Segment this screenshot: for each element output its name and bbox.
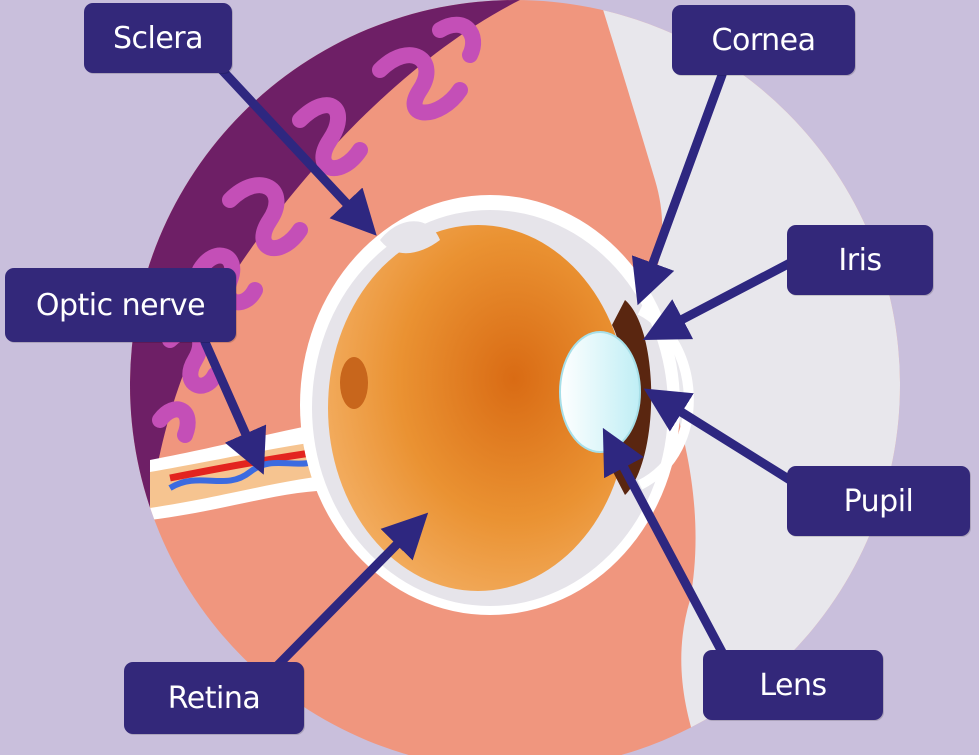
arrow-sclera [217, 65, 377, 236]
label-cornea: Cornea [672, 5, 855, 75]
arrow-lens [602, 427, 727, 657]
arrow-optic [200, 337, 267, 475]
arrow-retina [273, 512, 429, 670]
label-lens: Lens [703, 650, 883, 720]
pointer-arrows [200, 65, 795, 670]
arrow-pupil [643, 388, 795, 485]
arrow-iris [642, 258, 795, 341]
label-optic-nerve: Optic nerve [5, 268, 236, 342]
lens [559, 331, 641, 453]
optic-disc [340, 357, 368, 409]
label-sclera: Sclera [84, 3, 232, 73]
eyeball [328, 225, 628, 591]
label-iris: Iris [787, 225, 933, 295]
label-retina: Retina [124, 662, 304, 734]
label-pupil: Pupil [787, 466, 970, 536]
eyelid-fold [380, 221, 440, 254]
arrow-cornea [631, 70, 727, 306]
